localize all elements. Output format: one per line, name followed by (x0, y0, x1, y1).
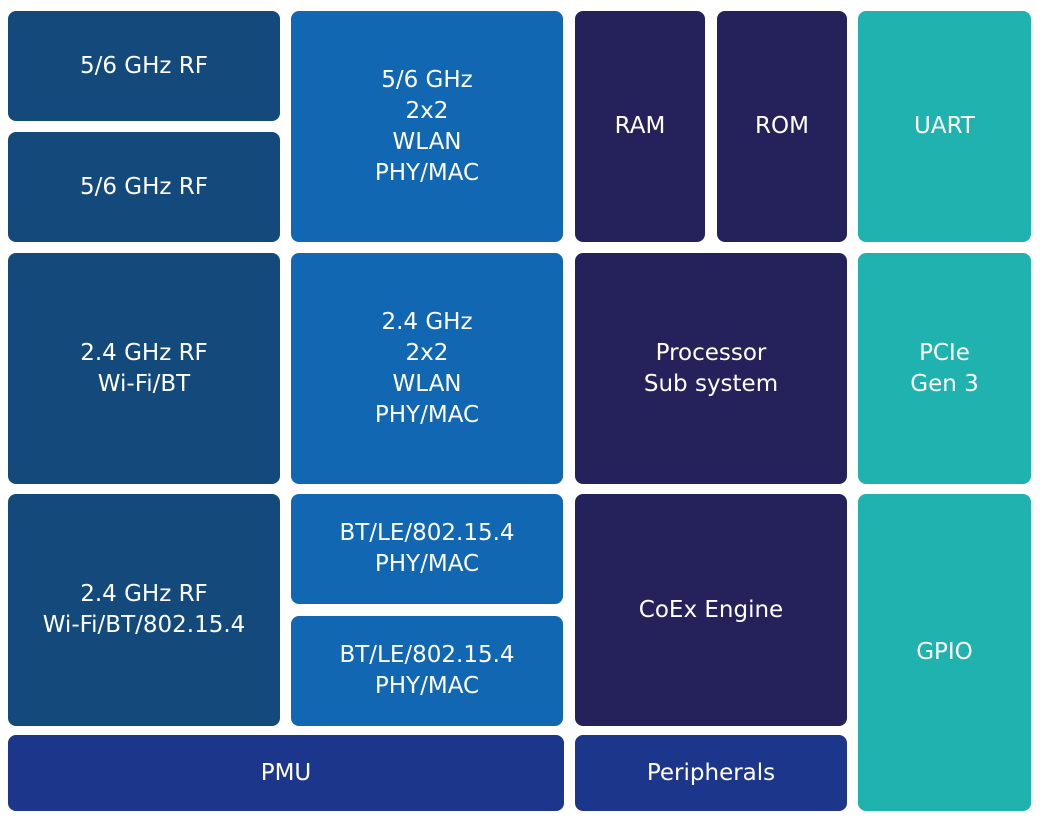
block-label-line: 5/6 GHz RF (79, 173, 209, 200)
block-label-line: Sub system (643, 370, 779, 397)
block-uart: UART (858, 11, 1031, 242)
block-label-line: PCIe (919, 339, 970, 366)
block-rf-2-4-ghz-wifi-bt: 2.4 GHz RF Wi-Fi/BT (8, 253, 280, 484)
block-label-line: RAM (614, 113, 666, 139)
block-label-line: GPIO (916, 639, 973, 665)
block-label-line: 2.4 GHz RF (80, 339, 208, 366)
block-gpio: GPIO (858, 494, 1031, 811)
block-label-line: 2x2 (405, 97, 449, 124)
block-label-line: Wi-Fi/BT (97, 370, 191, 397)
block-label-line: 2.4 GHz (381, 308, 473, 335)
block-pmu: PMU (8, 735, 564, 811)
block-label-line: CoEx Engine (638, 596, 784, 623)
block-label-line: Wi-Fi/BT/802.15.4 (42, 612, 246, 638)
block-label-line: ROM (755, 113, 809, 139)
block-rf-5-6-ghz-a: 5/6 GHz RF (8, 11, 280, 121)
block-label-line: 2.4 GHz RF (80, 581, 208, 607)
block-ram: RAM (575, 11, 705, 242)
block-peripherals: Peripherals (575, 735, 847, 811)
block-label-line: UART (914, 113, 975, 139)
block-label-line: BT/LE/802.15.4 (339, 520, 515, 546)
block-label-line: Gen 3 (910, 370, 979, 397)
block-label-line: PHY/MAC (374, 159, 480, 186)
block-rf-2-4-ghz-wifi-bt-802154: 2.4 GHz RF Wi-Fi/BT/802.15.4 (8, 494, 280, 726)
block-label-line: Processor (655, 339, 767, 366)
block-label-line: 5/6 GHz (381, 66, 473, 93)
block-label-line: Peripherals (646, 759, 776, 786)
block-label-line: 5/6 GHz RF (79, 52, 209, 79)
block-rom: ROM (717, 11, 847, 242)
block-label-line: PMU (260, 759, 312, 786)
block-label-line: PHY/MAC (374, 401, 480, 428)
block-label-line: WLAN (392, 370, 462, 397)
block-label-line: 2x2 (405, 339, 449, 366)
block-label-line: PHY/MAC (374, 551, 480, 577)
block-label-line: BT/LE/802.15.4 (339, 642, 515, 668)
block-coex-engine: CoEx Engine (575, 494, 847, 726)
block-label-line: WLAN (392, 128, 462, 155)
block-rf-5-6-ghz-b: 5/6 GHz RF (8, 132, 280, 242)
block-label-line: PHY/MAC (374, 673, 480, 699)
